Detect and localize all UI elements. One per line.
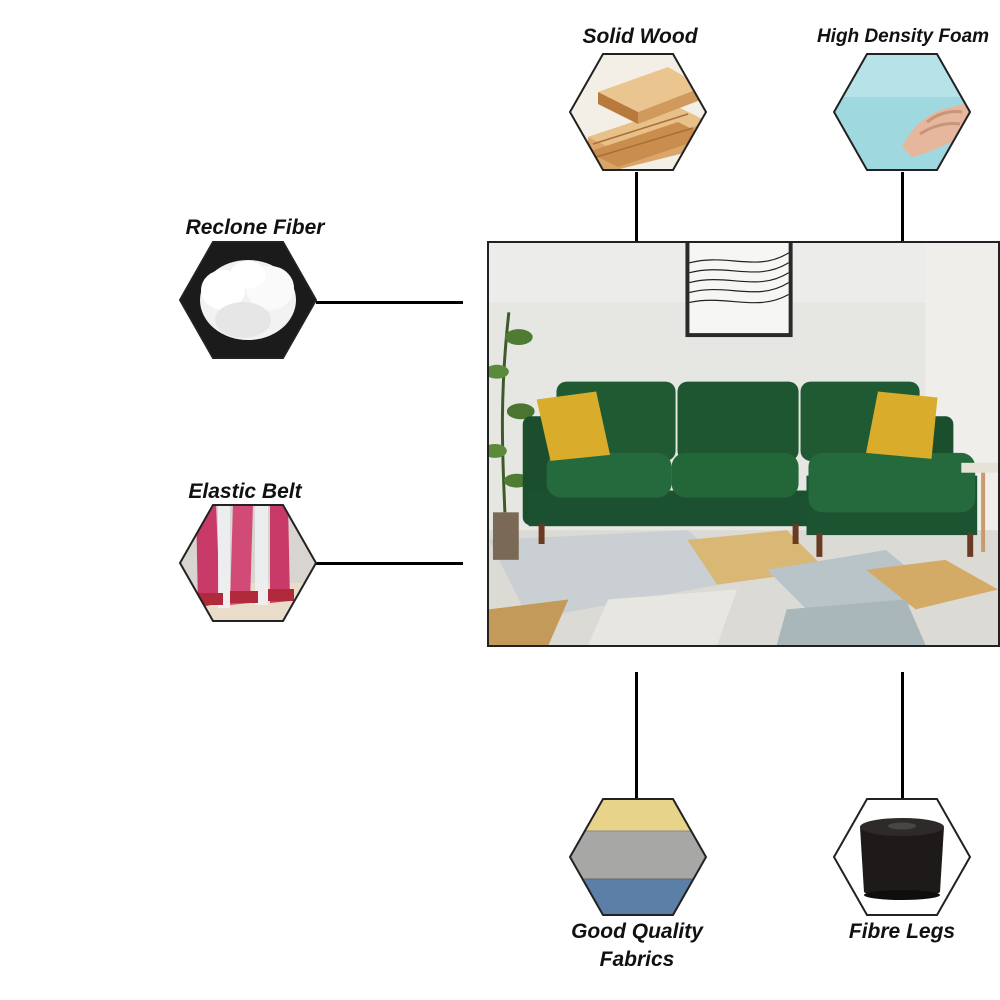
- fabric-swatches-icon: [568, 797, 708, 917]
- connector-solid-wood: [635, 172, 638, 242]
- connector-reclone-fiber: [316, 301, 463, 304]
- wood-planks-icon: [568, 52, 708, 172]
- foam-block-icon: [832, 52, 972, 172]
- fiber-fluff-icon: [178, 240, 318, 360]
- good-quality-fabrics-label-line1: Good Quality: [571, 920, 703, 943]
- high-density-foam-label: High Density Foam: [816, 26, 990, 47]
- good-quality-fabrics-label-line2: Fabrics: [599, 948, 675, 971]
- elastic-belt-label: Elastic Belt: [188, 480, 302, 503]
- connector-good-quality-fabrics: [635, 672, 638, 798]
- connector-elastic-belt: [316, 562, 463, 565]
- sofa-leg-icon: [832, 797, 972, 917]
- connector-fibre-legs: [901, 672, 904, 798]
- solid-wood-label: Solid Wood: [582, 25, 698, 48]
- connector-high-density-foam: [901, 172, 904, 242]
- fibre-legs-label: Fibre Legs: [848, 920, 956, 943]
- green-l-shaped-sofa-image: [487, 241, 1000, 647]
- good-quality-fabrics-label: Good Quality Fabrics: [545, 918, 729, 974]
- reclone-fiber-label: Reclone Fiber: [185, 216, 325, 239]
- elastic-belt-icon: [178, 503, 318, 623]
